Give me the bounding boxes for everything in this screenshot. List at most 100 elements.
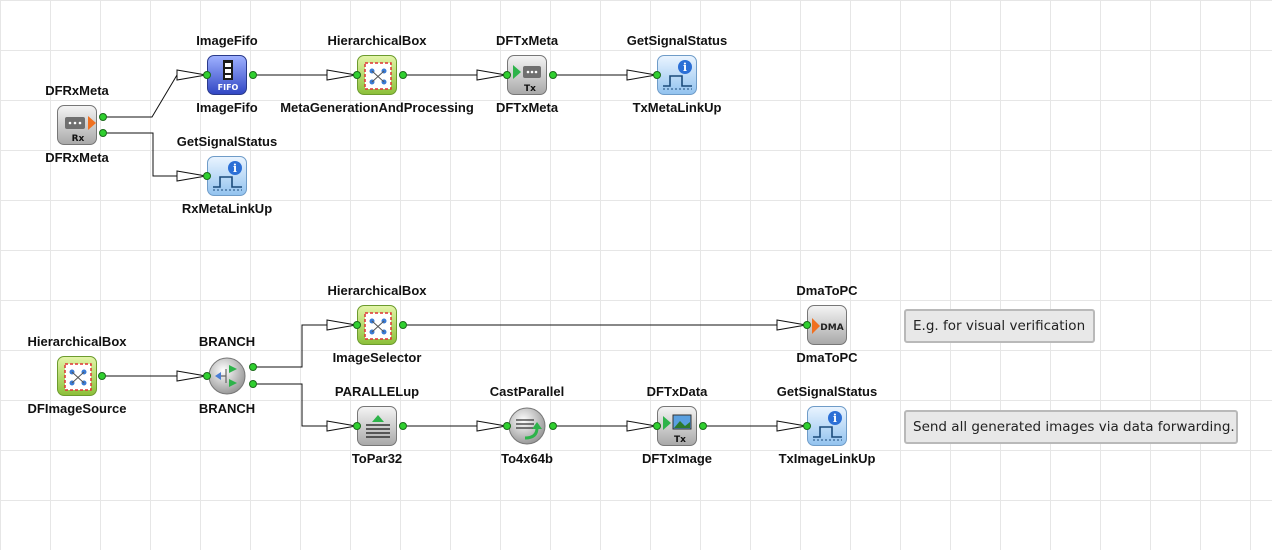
- dmatopc-node[interactable]: DmaToPC DMA DmaToPC: [796, 283, 857, 365]
- output-port[interactable]: [399, 422, 407, 430]
- cast-parallel-icon[interactable]: [507, 406, 547, 446]
- node-name: MetaGenerationAndProcessing: [280, 100, 474, 115]
- hierarchy-glyph: [364, 312, 392, 340]
- tx-glyph: Tx: [513, 65, 541, 94]
- output-port[interactable]: [549, 71, 557, 79]
- svg-text:i: i: [683, 61, 687, 74]
- output-port[interactable]: [399, 71, 407, 79]
- output-port[interactable]: [99, 113, 107, 121]
- tx-icon[interactable]: Tx: [507, 55, 547, 95]
- signal-status-glyph: i: [663, 60, 692, 90]
- castparallel-node[interactable]: CastParallel To4x64b: [490, 384, 564, 466]
- hierarchy-icon[interactable]: [357, 305, 397, 345]
- branch-glyph: [208, 357, 246, 395]
- wire-rx-fifo[interactable]: [103, 74, 206, 118]
- rx-glyph: Rx: [65, 116, 96, 144]
- hierarchy-glyph: [64, 363, 92, 391]
- input-port[interactable]: [203, 71, 211, 79]
- dftxmeta-node[interactable]: DFTxMeta Tx DFTxMeta: [496, 33, 558, 115]
- node-name: DFImageSource: [27, 401, 127, 416]
- arrow-head: [176, 69, 207, 81]
- node-name: ImageFifo: [196, 100, 258, 115]
- input-port[interactable]: [803, 321, 811, 329]
- parallel-up-icon[interactable]: [357, 406, 397, 446]
- signal-status-icon[interactable]: i: [807, 406, 847, 446]
- output-port[interactable]: [98, 372, 106, 380]
- hierarchicalbox-selector-node[interactable]: HierarchicalBox ImageSelector: [328, 283, 427, 365]
- getsignalstatus-txmeta-node[interactable]: GetSignalStatus i TxMetaLinkUp: [627, 33, 727, 115]
- output-port[interactable]: [249, 71, 257, 79]
- node-title: BRANCH: [198, 334, 256, 349]
- cast-parallel-glyph: [508, 407, 546, 445]
- input-port[interactable]: [203, 372, 211, 380]
- input-port[interactable]: [353, 422, 361, 430]
- input-port[interactable]: [653, 422, 661, 430]
- dfrxmeta-node[interactable]: DFRxMeta Rx DFRxMeta: [45, 83, 109, 165]
- rx-icon-label: Rx: [72, 134, 85, 144]
- node-name: DFTxMeta: [495, 100, 559, 115]
- parallel-up-glyph: [366, 415, 390, 438]
- parallelup-node[interactable]: PARALLELup ToPar32: [335, 384, 419, 466]
- node-title: DmaToPC: [796, 283, 858, 298]
- dftxdata-node[interactable]: DFTxData Tx DFTxImage: [642, 384, 712, 466]
- input-port[interactable]: [353, 71, 361, 79]
- tx-image-icon[interactable]: Tx: [657, 406, 697, 446]
- node-title: HierarchicalBox: [27, 334, 127, 349]
- branch-node[interactable]: BRANCH BRANCH: [199, 334, 257, 416]
- node-title: GetSignalStatus: [776, 384, 878, 399]
- output-port[interactable]: [99, 129, 107, 137]
- arrow-head: [476, 69, 507, 81]
- signal-status-icon[interactable]: i: [657, 55, 697, 95]
- output-port[interactable]: [249, 380, 257, 388]
- input-port[interactable]: [503, 71, 511, 79]
- comment-note-forwarding[interactable]: Send all generated images via data forwa…: [904, 410, 1238, 444]
- arrow-head: [776, 420, 807, 432]
- node-title: GetSignalStatus: [176, 134, 278, 149]
- branch-icon[interactable]: [207, 356, 247, 396]
- input-port[interactable]: [353, 321, 361, 329]
- node-title: GetSignalStatus: [626, 33, 728, 48]
- node-name: TxMetaLinkUp: [632, 100, 722, 115]
- signal-status-icon[interactable]: i: [207, 156, 247, 196]
- dma-icon[interactable]: DMA: [807, 305, 847, 345]
- arrow-head: [626, 420, 657, 432]
- imagefifo-node[interactable]: ImageFifo FIFO ImageFifo: [196, 33, 257, 115]
- hierarchicalbox-source-node[interactable]: HierarchicalBox DFImageSource: [28, 334, 127, 416]
- output-port[interactable]: [249, 363, 257, 371]
- rx-icon[interactable]: Rx: [57, 105, 97, 145]
- node-name: BRANCH: [198, 401, 256, 416]
- node-title: PARALLELup: [334, 384, 420, 399]
- node-name: ImageSelector: [332, 350, 422, 365]
- input-port[interactable]: [653, 71, 661, 79]
- node-name: To4x64b: [501, 451, 553, 466]
- node-title: ImageFifo: [196, 33, 258, 48]
- getsignalstatus-tximage-node[interactable]: GetSignalStatus i TxImageLinkUp: [777, 384, 877, 466]
- input-port[interactable]: [803, 422, 811, 430]
- arrow-head: [326, 319, 357, 331]
- fifo-icon[interactable]: FIFO: [207, 55, 247, 95]
- output-port[interactable]: [549, 422, 557, 430]
- comment-note-visual[interactable]: E.g. for visual verification: [904, 309, 1095, 343]
- input-port[interactable]: [203, 172, 211, 180]
- dma-icon-label: DMA: [820, 323, 843, 333]
- node-title: HierarchicalBox: [327, 283, 427, 298]
- node-title: DFTxMeta: [495, 33, 559, 48]
- node-name: DFRxMeta: [45, 150, 109, 165]
- hierarchy-glyph: [364, 62, 392, 90]
- node-title: DFTxData: [646, 384, 708, 399]
- arrow-head: [476, 420, 507, 432]
- output-port[interactable]: [699, 422, 707, 430]
- fifo-glyph: FIFO: [218, 60, 239, 92]
- dma-glyph: DMA: [812, 318, 844, 334]
- node-name: DmaToPC: [796, 350, 858, 365]
- output-port[interactable]: [399, 321, 407, 329]
- input-port[interactable]: [503, 422, 511, 430]
- hierarchy-icon[interactable]: [357, 55, 397, 95]
- hierarchicalbox-meta-node[interactable]: HierarchicalBox MetaGenerationAndProcess…: [280, 33, 474, 115]
- node-title: HierarchicalBox: [327, 33, 427, 48]
- arrow-head: [776, 319, 807, 331]
- hierarchy-icon[interactable]: [57, 356, 97, 396]
- getsignalstatus-rxmeta-node[interactable]: GetSignalStatus i RxMetaLinkUp: [177, 134, 277, 216]
- node-name: DFTxImage: [641, 451, 713, 466]
